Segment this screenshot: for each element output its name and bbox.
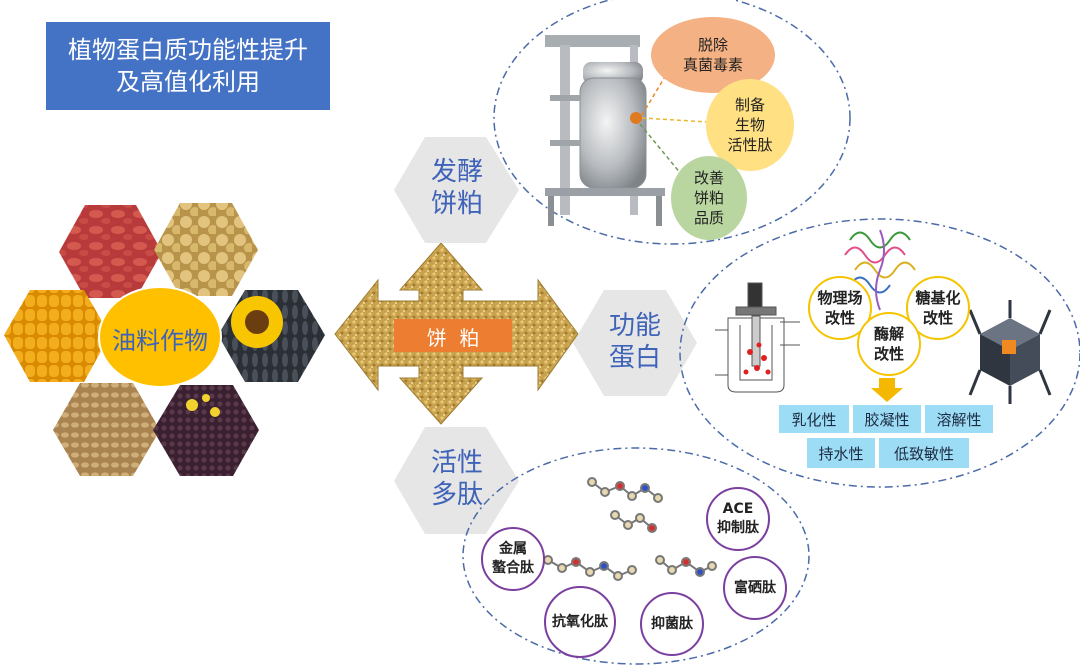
effect-mycotoxin-text: 脱除 真菌毒素 (682, 36, 743, 74)
branch-peptide-label: 活性 多肽 (430, 448, 483, 510)
rapeseed-hexagon (153, 385, 259, 476)
property-gelling: 胶凝性 (853, 405, 921, 433)
molecule-ball-stick (543, 477, 717, 581)
protein-structure (844, 229, 916, 311)
fermentation-oval (493, 0, 851, 245)
fermented-hexagon (394, 137, 519, 243)
meal-center-bar (394, 319, 512, 352)
title-line-1: 植物蛋白质功能性提升 (68, 36, 308, 64)
cube-lattice-figure (968, 300, 1052, 404)
effect-quality-text: 改善 饼粕 品质 (693, 169, 724, 227)
mod-glycosylation: 糖基化改性 (906, 276, 970, 340)
peptide-antibacterial: 抑菌肽 (640, 592, 704, 656)
mod-physical-field: 物理场改性 (808, 276, 872, 340)
functional-protein-oval (679, 218, 1080, 488)
down-arrow (871, 378, 903, 402)
wheat-hexagon (53, 383, 160, 476)
meal-center-label: 饼 粕 (426, 326, 480, 350)
mod-enzymatic: 酶解改性 (857, 312, 921, 376)
functional-hexagon (573, 290, 697, 396)
property-emulsifying: 乳化性 (779, 405, 849, 433)
crops-ellipse (98, 286, 222, 388)
effect-circle-quality (671, 156, 747, 240)
property-low-allergenicity: 低致敏性 (879, 438, 969, 468)
branch-fermented-label: 发酵 饼粕 (430, 157, 483, 219)
peanut-hexagon (59, 205, 162, 298)
peptide-antioxidant: 抗氧化肽 (544, 586, 616, 658)
effect-circle-mycotoxin (651, 17, 775, 93)
effect-circle-peptide (706, 79, 794, 171)
peptide-metal-chelating: 金属螯合肽 (481, 527, 545, 591)
branch-functional-label: 功能 蛋白 (608, 311, 661, 373)
crops-label: 油料作物 (112, 327, 208, 355)
soybean-hexagon (154, 203, 258, 296)
title-box: 植物蛋白质功能性提升 及高值化利用 (46, 22, 330, 110)
corn-hexagon (4, 290, 110, 382)
effect-peptide-text: 制备 生物 活性肽 (727, 96, 773, 154)
property-water-holding: 持水性 (807, 438, 875, 468)
reactor-schematic (715, 282, 800, 393)
fermenter-illustration (545, 35, 665, 226)
title-line-2: 及高值化利用 (116, 68, 260, 96)
peptide-selenium-rich: 富硒肽 (723, 556, 787, 620)
peptide-hexagon (394, 427, 519, 534)
peptide-oval (462, 447, 810, 665)
property-solubility: 溶解性 (925, 405, 993, 433)
